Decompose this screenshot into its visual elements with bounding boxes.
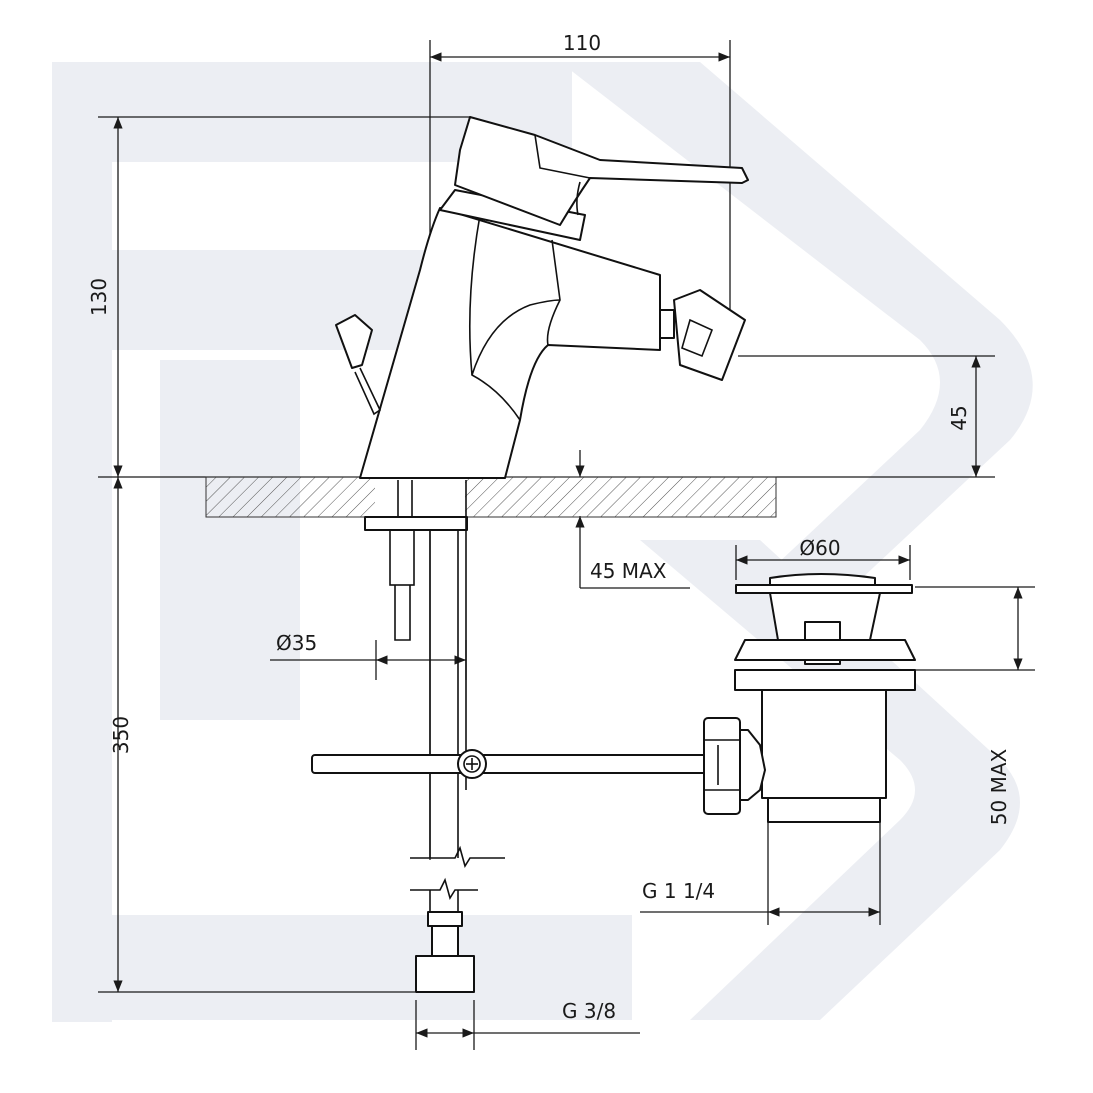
dim-waste-diameter: Ø60 bbox=[799, 536, 840, 560]
dim-spout-height: 45 bbox=[947, 405, 971, 430]
dim-inlet-thread: G 3/8 bbox=[562, 999, 616, 1023]
dim-waste-max: 50 MAX bbox=[987, 748, 1011, 825]
watermark-logo bbox=[52, 62, 1033, 1022]
faucet bbox=[311, 116, 749, 993]
dim-width-top: 110 bbox=[563, 31, 601, 55]
dimension-labels: 110 130 45 45 MAX Ø35 350 Ø60 50 MAX G 1… bbox=[87, 31, 1011, 1023]
dim-hole-diameter: Ø35 bbox=[276, 631, 317, 655]
dim-height-lower: 350 bbox=[109, 716, 133, 754]
waste-assembly bbox=[703, 573, 916, 823]
dim-waste-thread: G 1 1/4 bbox=[642, 879, 715, 903]
countertop bbox=[205, 476, 777, 518]
dim-deck-max: 45 MAX bbox=[590, 559, 667, 583]
dim-height-upper: 130 bbox=[87, 278, 111, 316]
dimension-lines bbox=[113, 52, 1023, 1038]
